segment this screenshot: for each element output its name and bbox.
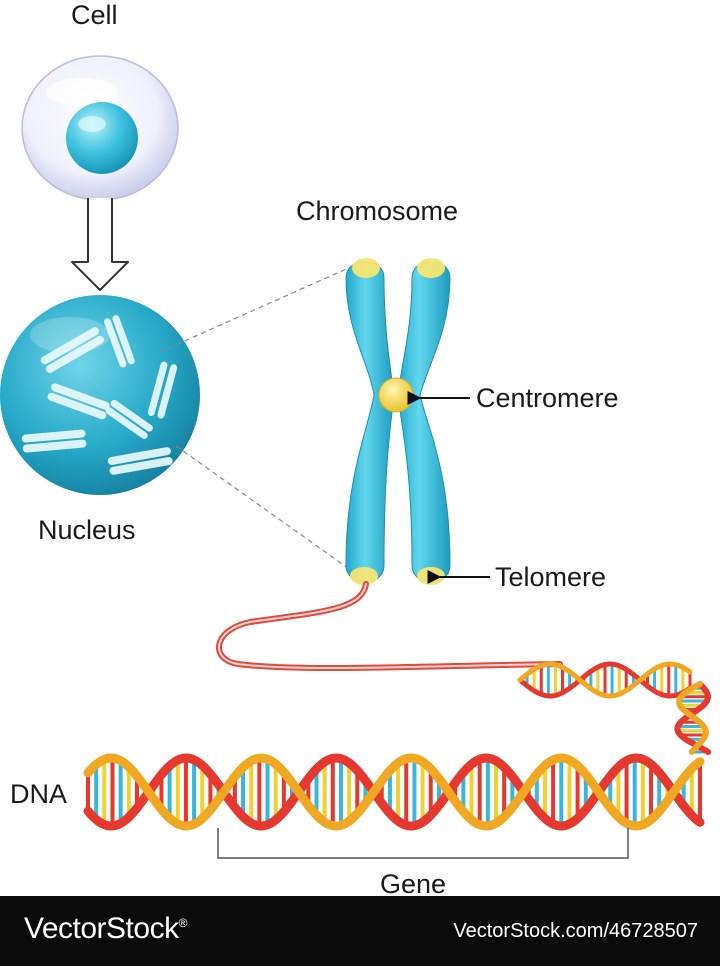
gene-label: Gene: [380, 869, 447, 896]
dna-structure-diagram: [0, 55, 712, 859]
cell-label: Cell: [71, 0, 118, 30]
chromatin-fiber: [216, 581, 563, 672]
nucleus-label: Nucleus: [38, 515, 136, 545]
dna-backbone-strand: [517, 661, 693, 699]
gene-bracket: [217, 828, 629, 859]
watermark-footer: VectorStock® VectorStock.com/46728507: [0, 896, 720, 966]
cell-to-nucleus-arrow: [71, 198, 129, 291]
dna-backbone-strand: [83, 753, 705, 831]
cell-illustration: [21, 55, 179, 201]
chromosome-label: Chromosome: [296, 196, 459, 226]
image-url: VectorStock.com/46728507: [453, 920, 698, 942]
dna-label: DNA: [10, 779, 68, 809]
registered-mark: ®: [178, 916, 188, 930]
nucleus-illustration: [0, 295, 200, 495]
dna-backbone-strand: [676, 681, 709, 755]
centromere-dot: [378, 377, 414, 413]
zoom-guide-lines: [159, 261, 363, 579]
dna-backbone-strand: [517, 661, 693, 699]
chromatid-left: [345, 261, 395, 583]
dna-backbone-strand: [674, 681, 712, 755]
dna-double-helix: [83, 661, 712, 831]
chromatid-right: [397, 261, 451, 583]
diagram-stage: Cell Chromosome Centromere Nucleus Telom…: [0, 0, 712, 896]
brand-name: VectorStock: [24, 912, 179, 945]
vectorstock-logo: VectorStock®: [24, 912, 187, 946]
telomere-label: Telomere: [495, 562, 607, 592]
centromere-label: Centromere: [476, 383, 619, 413]
chromosome-illustration: [345, 258, 451, 585]
